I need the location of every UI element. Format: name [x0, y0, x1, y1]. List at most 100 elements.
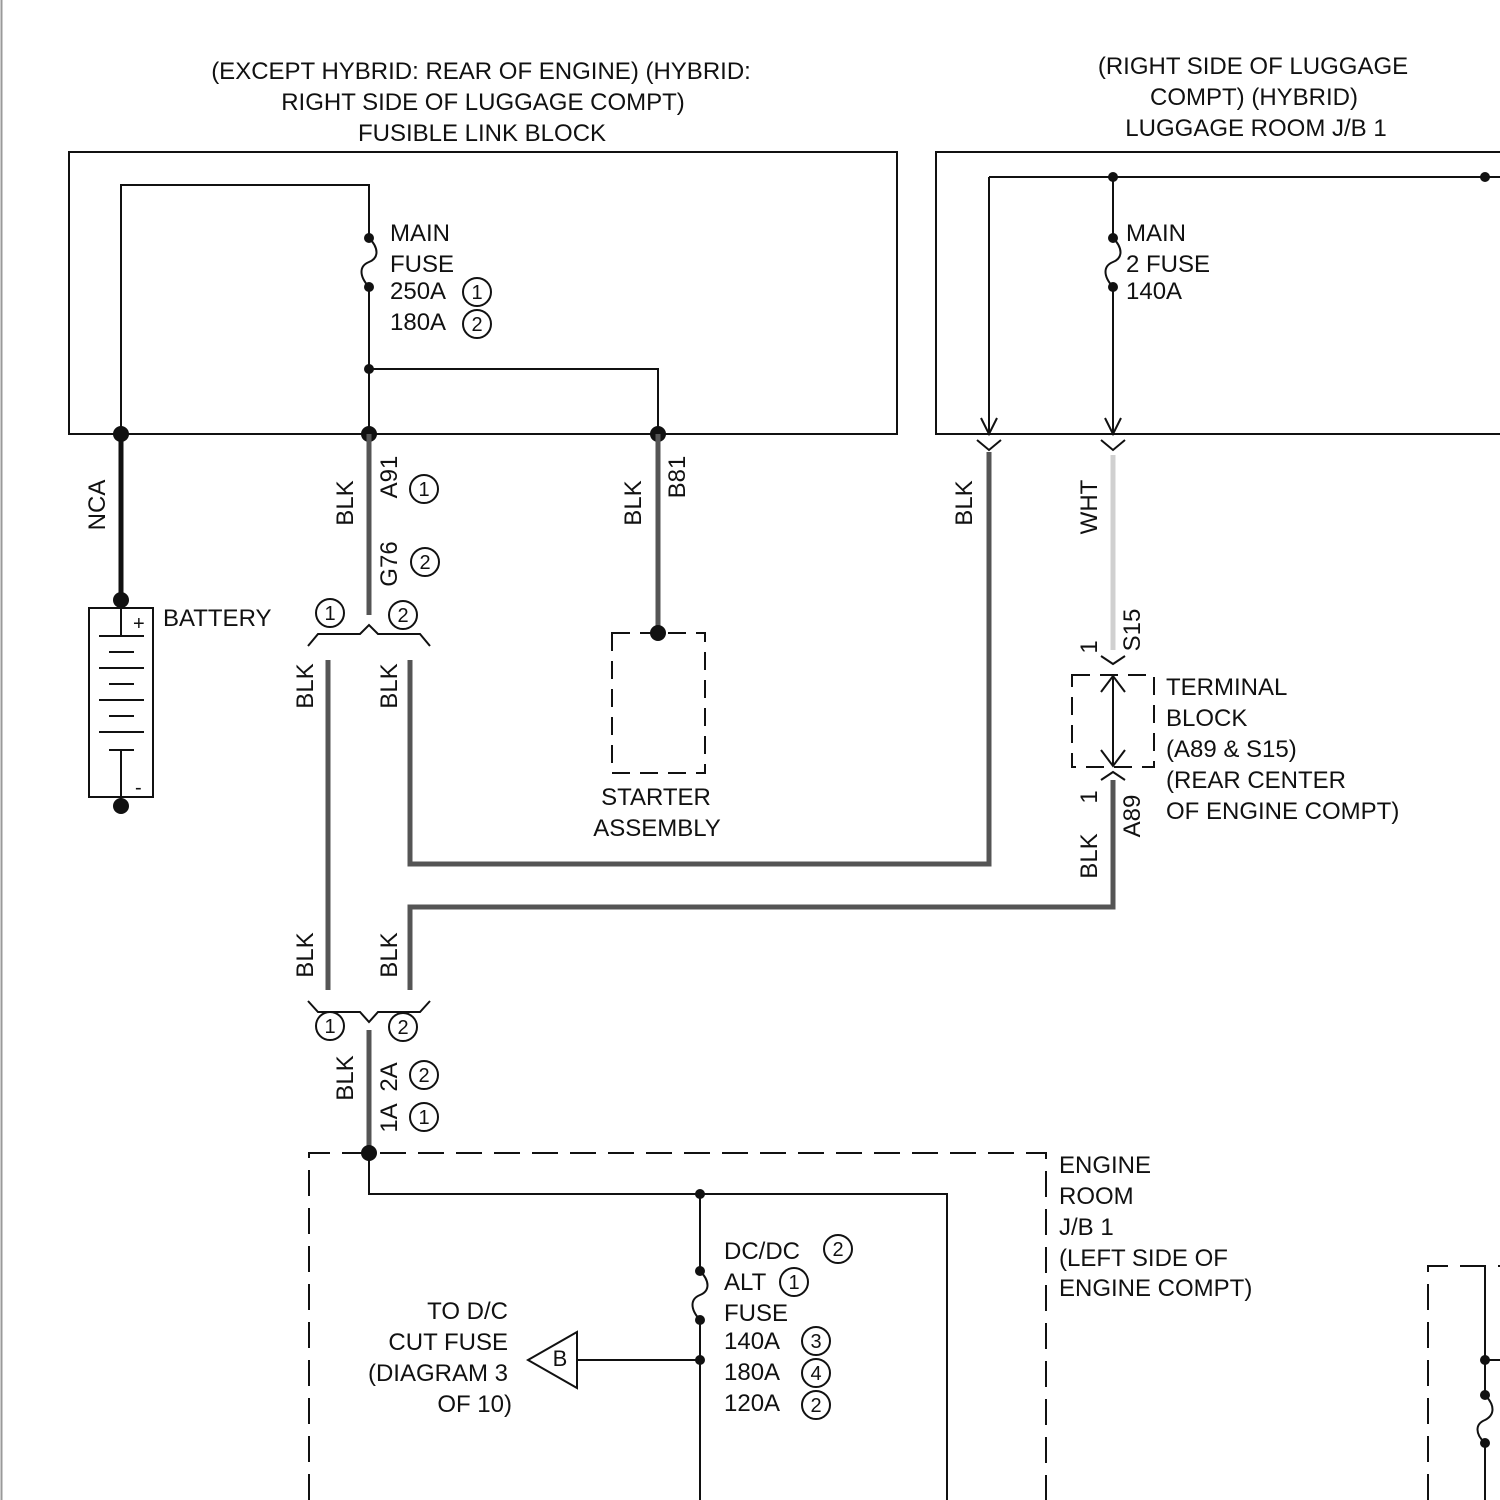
- erjb-label: ROOM: [1059, 1183, 1134, 1210]
- engine-room-jb: ENGINE ROOM J/B 1 (LEFT SIDE OF ENGINE C…: [309, 1152, 1252, 1500]
- flb-internal-bus: [121, 185, 369, 434]
- splice-bracket: [308, 625, 430, 646]
- alt-fuse-rating-120a: 120A: [724, 1390, 780, 1417]
- erjb-box: [309, 1153, 1046, 1500]
- variant-marker: 2: [397, 605, 408, 627]
- connector-g76: G76: [376, 541, 403, 586]
- erjb-label: (LEFT SIDE OF: [1059, 1245, 1228, 1272]
- connector-a91: A91: [376, 456, 403, 499]
- main-fuse-label: MAIN: [390, 220, 450, 247]
- terminal-block-label: (REAR CENTER: [1166, 767, 1346, 794]
- dc-cut-label: (DIAGRAM 3: [368, 1360, 508, 1387]
- connector-a89: A89: [1119, 795, 1146, 838]
- variant-marker: 2: [397, 1017, 408, 1039]
- wire-label-blk: BLK: [292, 932, 319, 977]
- terminal-block-label: (A89 & S15): [1166, 736, 1297, 763]
- alt-fuse-symbol: [693, 1271, 708, 1320]
- flb-title-line-3: FUSIBLE LINK BLOCK: [358, 120, 606, 147]
- terminal-block-label: BLOCK: [1166, 705, 1247, 732]
- variant-marker: 4: [810, 1363, 821, 1385]
- main-fuse-symbol: [362, 238, 377, 287]
- pin-number: 1: [1076, 790, 1103, 803]
- variant-marker: 3: [810, 1331, 821, 1353]
- starter-assembly-box: [612, 633, 705, 773]
- variant-marker: 2: [418, 1065, 429, 1087]
- erjb-internal-bus: [369, 1153, 947, 1500]
- fusible-link-block: (EXCEPT HYBRID: REAR OF ENGINE) (HYBRID:…: [69, 58, 897, 434]
- variant-marker: 1: [788, 1272, 799, 1294]
- battery-minus-sign: -: [135, 777, 142, 799]
- dc-cut-label: TO D/C: [427, 1298, 508, 1325]
- ljb-title-line-2: COMPT) (HYBRID): [1150, 84, 1358, 111]
- wire-label-blk: BLK: [332, 480, 359, 525]
- erjb-label: J/B 1: [1059, 1214, 1114, 1241]
- alt-fuse-label-dcdc: DC/DC: [724, 1238, 800, 1265]
- main2-fuse-symbol: [1106, 238, 1121, 287]
- starter-label: ASSEMBLY: [593, 815, 721, 842]
- battery-label: BATTERY: [163, 605, 271, 632]
- luggage-room-jb: (RIGHT SIDE OF LUGGAGE COMPT) (HYBRID) L…: [936, 53, 1500, 450]
- wire-label-blk: BLK: [292, 663, 319, 708]
- ljb-title-line-3: LUGGAGE ROOM J/B 1: [1125, 115, 1386, 142]
- dc-cut-label: OF 10): [437, 1391, 512, 1418]
- off-page-connector-letter: B: [553, 1346, 568, 1371]
- ljb-title-line-1: (RIGHT SIDE OF LUGGAGE: [1098, 53, 1408, 80]
- partial-fuse-symbol: [1478, 1395, 1493, 1443]
- alt-fuse-rating-180a: 180A: [724, 1359, 780, 1386]
- terminal-block-label: TERMINAL: [1166, 674, 1287, 701]
- variant-marker: 2: [419, 552, 430, 574]
- erjb-label: ENGINE COMPT): [1059, 1275, 1252, 1302]
- terminal-block-circuit: WHT S15 1 1 A89 BLK TERMINAL BLOCK (A89 …: [1072, 455, 1399, 879]
- starter-circuit: BLK B81 STARTER ASSEMBLY: [593, 426, 721, 842]
- variant-marker: 2: [471, 314, 482, 336]
- alt-fuse-label-alt: ALT: [724, 1269, 767, 1296]
- flb-starter-bus: [369, 369, 658, 434]
- variant-marker: 1: [471, 282, 482, 304]
- alt-fuse-label-fuse: FUSE: [724, 1300, 788, 1327]
- connector-1a: 1A: [376, 1103, 403, 1132]
- connector-hook: [1101, 772, 1125, 780]
- terminal-block-label: OF ENGINE COMPT): [1166, 798, 1399, 825]
- flb-title-line-1: (EXCEPT HYBRID: REAR OF ENGINE) (HYBRID:: [211, 58, 751, 85]
- main2-fuse-rating: 140A: [1126, 278, 1182, 305]
- main-fuse-rating-180a: 180A: [390, 309, 446, 336]
- variant-marker: 2: [810, 1395, 821, 1417]
- junction-dot: [1480, 172, 1490, 182]
- wire-label-blk: BLK: [951, 480, 978, 525]
- dc-cut-label: CUT FUSE: [388, 1329, 508, 1356]
- wire-label-blk: BLK: [376, 663, 403, 708]
- wire-label-nca: NCA: [84, 480, 111, 531]
- wire-label-blk: BLK: [620, 480, 647, 525]
- blk-wire: [410, 780, 1113, 990]
- connector-b81: B81: [664, 456, 691, 499]
- ground-dot: [113, 798, 129, 814]
- main-fuse-rating-250a: 250A: [390, 278, 446, 305]
- ljb-box: [936, 152, 1500, 434]
- engine-room-feed: 1 2 BLK 2A 1A 2 1: [308, 1001, 438, 1161]
- variant-marker: 1: [418, 1107, 429, 1129]
- wire-label-blk: BLK: [332, 1055, 359, 1100]
- variant-marker: 2: [832, 1239, 843, 1261]
- main-fuse-output-circuit: BLK A91 G76 1 2 1 2 BLK BLK BLK BLK BLK: [292, 426, 1113, 990]
- wire-label-wht: WHT: [1076, 479, 1103, 534]
- connector-hook: [1101, 440, 1125, 450]
- connector-hook: [1101, 656, 1125, 664]
- variant-marker: 1: [324, 603, 335, 625]
- wire-label-blk: BLK: [376, 932, 403, 977]
- connector-2a: 2A: [376, 1062, 403, 1091]
- starter-label: STARTER: [601, 784, 711, 811]
- main-fuse-label: FUSE: [390, 251, 454, 278]
- main2-fuse-label: 2 FUSE: [1126, 251, 1210, 278]
- main2-fuse-label: MAIN: [1126, 220, 1186, 247]
- erjb-label: ENGINE: [1059, 1152, 1151, 1179]
- variant-marker: 1: [418, 479, 429, 501]
- connector-hook: [977, 440, 1001, 450]
- partial-box: [1428, 1266, 1500, 1500]
- battery-plus-sign: +: [133, 613, 145, 635]
- alt-fuse-rating-140a: 140A: [724, 1328, 780, 1355]
- connector-s15: S15: [1119, 609, 1146, 652]
- variant-marker: 1: [324, 1016, 335, 1038]
- partial-right-component: [1428, 1266, 1500, 1500]
